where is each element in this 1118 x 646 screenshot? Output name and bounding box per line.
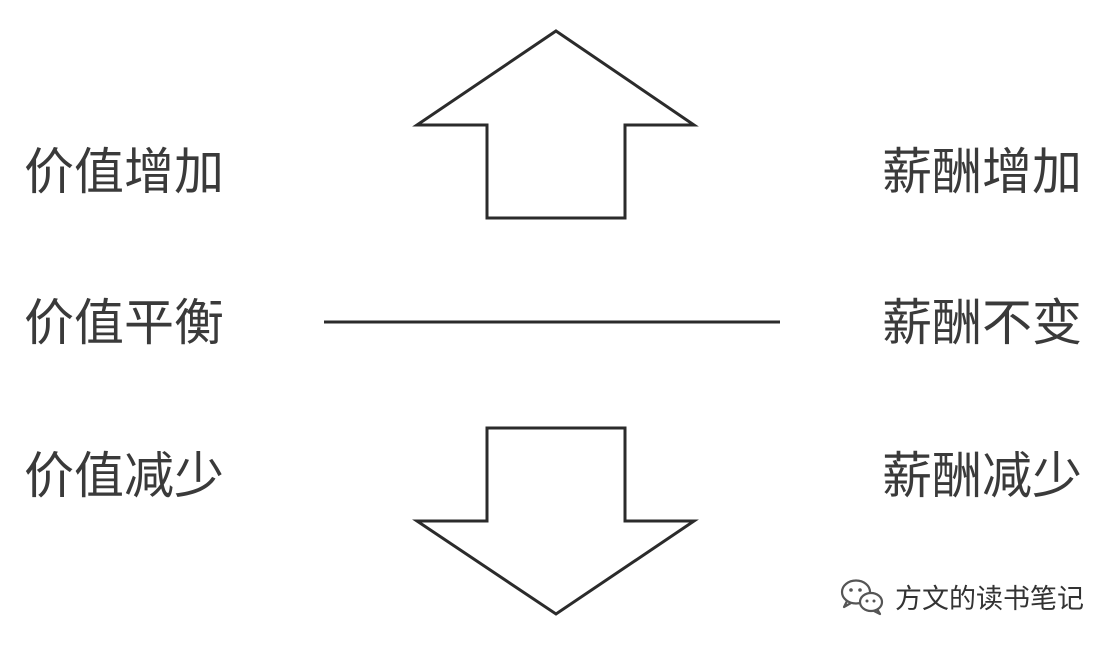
value-balance-label: 价值平衡 <box>24 294 224 352</box>
wechat-icon <box>840 579 884 616</box>
salary-decrease-label: 薪酬减少 <box>882 447 1082 505</box>
value-increase-label: 价值增加 <box>24 143 224 201</box>
up-arrow <box>412 29 699 220</box>
down-arrow <box>412 426 699 616</box>
salary-increase-label: 薪酬增加 <box>882 143 1082 201</box>
watermark: 方文的读书笔记 <box>839 576 1084 616</box>
watermark-text: 方文的读书笔记 <box>895 583 1084 615</box>
value-decrease-label: 价值减少 <box>24 447 224 505</box>
salary-unchanged-label: 薪酬不变 <box>882 294 1082 352</box>
